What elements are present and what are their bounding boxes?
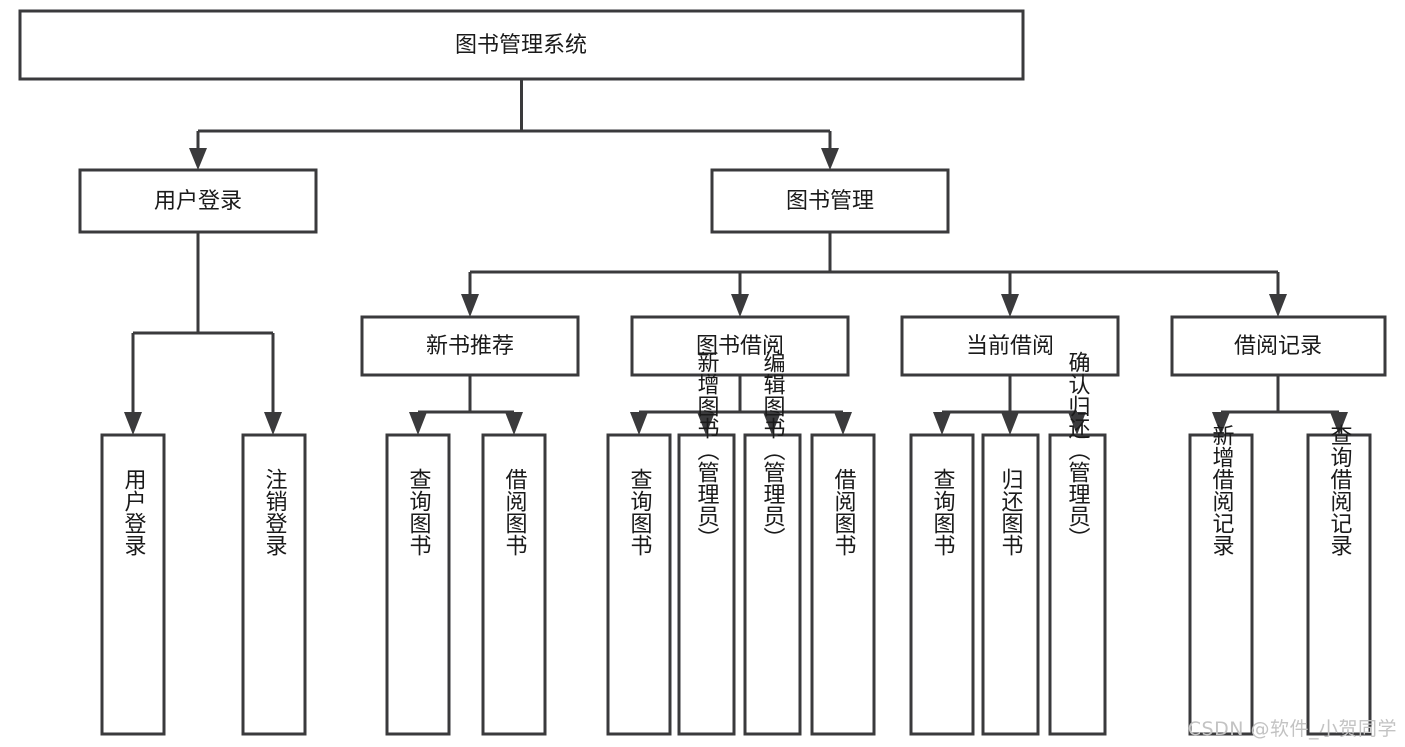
node-new-book-recommend[interactable]: 新书推荐	[360, 315, 580, 377]
leaf-newrec-query-book-box[interactable]	[385, 433, 451, 736]
leaf-newrec-borrow-book-label: 借阅图书	[502, 468, 528, 556]
leaf-newrec-borrow-book-box[interactable]	[481, 433, 547, 736]
node-book-borrow-label: 图书借阅	[696, 334, 784, 359]
node-user-login[interactable]: 用户登录	[78, 168, 318, 234]
leaf-user-logout[interactable]: 注销登录	[241, 433, 307, 736]
node-book-borrow-box[interactable]	[630, 315, 850, 377]
leaf-user-logout-label: 注销登录	[262, 468, 288, 556]
node-borrow-history-label: 借阅记录	[1234, 334, 1322, 359]
leaf-user-login[interactable]: 用户登录	[100, 433, 166, 736]
node-new-book-recommend-label: 新书推荐	[426, 334, 514, 359]
node-root-system-label: 图书管理系统	[455, 33, 587, 58]
leaf-current-confirm-return-label: 确认归还（管理员）	[1065, 351, 1091, 549]
node-book-management-label: 图书管理	[786, 189, 874, 214]
node-user-login-box[interactable]	[78, 168, 318, 234]
leaf-current-return-book[interactable]: 归还图书	[981, 433, 1040, 736]
connector-newrec-to-children	[409, 375, 523, 435]
leaf-current-confirm-return[interactable]: 确认归还（管理员）	[1048, 351, 1107, 736]
node-user-login-label: 用户登录	[154, 189, 242, 214]
leaf-borrow-lend-book-label: 借阅图书	[831, 468, 857, 556]
node-root-system-box[interactable]	[18, 9, 1025, 81]
connector-userlogin-to-children	[124, 232, 282, 435]
leaf-borrow-lend-book-box[interactable]	[810, 433, 876, 736]
connector-root-to-level2	[189, 79, 839, 170]
leaf-history-query-record-box[interactable]	[1306, 433, 1372, 736]
leaf-newrec-query-book-label: 查询图书	[406, 468, 432, 556]
node-borrow-history-box[interactable]	[1170, 315, 1387, 377]
leaf-current-return-book-label: 归还图书	[998, 468, 1024, 556]
node-current-borrow[interactable]: 当前借阅	[900, 315, 1120, 377]
leaf-current-query-book[interactable]: 查询图书	[909, 433, 975, 736]
connector-borrow-to-children	[630, 375, 852, 435]
node-borrow-history[interactable]: 借阅记录	[1170, 315, 1387, 377]
leaf-borrow-add-book-box[interactable]	[677, 433, 736, 736]
leaf-history-query-record-label: 查询借阅记录	[1327, 424, 1353, 556]
connector-current-to-children	[933, 375, 1086, 435]
leaf-borrow-add-book[interactable]: 新增图书（管理员）	[677, 351, 736, 736]
leaf-borrow-add-book-label: 新增图书（管理员）	[694, 351, 720, 549]
leaf-history-add-record[interactable]: 新增借阅记录	[1188, 424, 1254, 736]
node-current-borrow-label: 当前借阅	[966, 334, 1054, 359]
leaf-user-login-box[interactable]	[100, 433, 166, 736]
leaf-current-confirm-return-box[interactable]	[1048, 433, 1107, 736]
leaf-user-login-label: 用户登录	[121, 468, 147, 556]
node-book-management[interactable]: 图书管理	[710, 168, 950, 234]
leaf-history-add-record-box[interactable]	[1188, 433, 1254, 736]
leaf-current-query-book-label: 查询图书	[930, 468, 956, 556]
leaf-borrow-query-book-label: 查询图书	[627, 468, 653, 556]
leaf-borrow-edit-book-box[interactable]	[743, 433, 802, 736]
leaf-newrec-borrow-book[interactable]: 借阅图书	[481, 433, 547, 736]
leaf-history-query-record[interactable]: 查询借阅记录	[1306, 424, 1372, 736]
leaf-current-return-book-box[interactable]	[981, 433, 1040, 736]
node-new-book-recommend-box[interactable]	[360, 315, 580, 377]
node-current-borrow-box[interactable]	[900, 315, 1120, 377]
leaf-borrow-query-book-box[interactable]	[606, 433, 672, 736]
leaf-borrow-edit-book-label: 编辑图书（管理员）	[760, 351, 786, 549]
leaf-history-add-record-label: 新增借阅记录	[1209, 424, 1235, 556]
node-book-management-box[interactable]	[710, 168, 950, 234]
leaf-borrow-lend-book[interactable]: 借阅图书	[810, 433, 876, 736]
leaf-current-query-book-box[interactable]	[909, 433, 975, 736]
node-book-borrow[interactable]: 图书借阅	[630, 315, 850, 377]
connector-history-to-children	[1212, 375, 1348, 435]
connector-bookmgmt-to-level3	[461, 232, 1287, 317]
leaf-user-logout-box[interactable]	[241, 433, 307, 736]
csdn-watermark: CSDN @软件_小贺同学	[1187, 718, 1397, 740]
node-root-system[interactable]: 图书管理系统	[18, 9, 1025, 81]
leaf-borrow-query-book[interactable]: 查询图书	[606, 433, 672, 736]
leaf-newrec-query-book[interactable]: 查询图书	[385, 433, 451, 736]
leaf-borrow-edit-book[interactable]: 编辑图书（管理员）	[743, 351, 802, 736]
